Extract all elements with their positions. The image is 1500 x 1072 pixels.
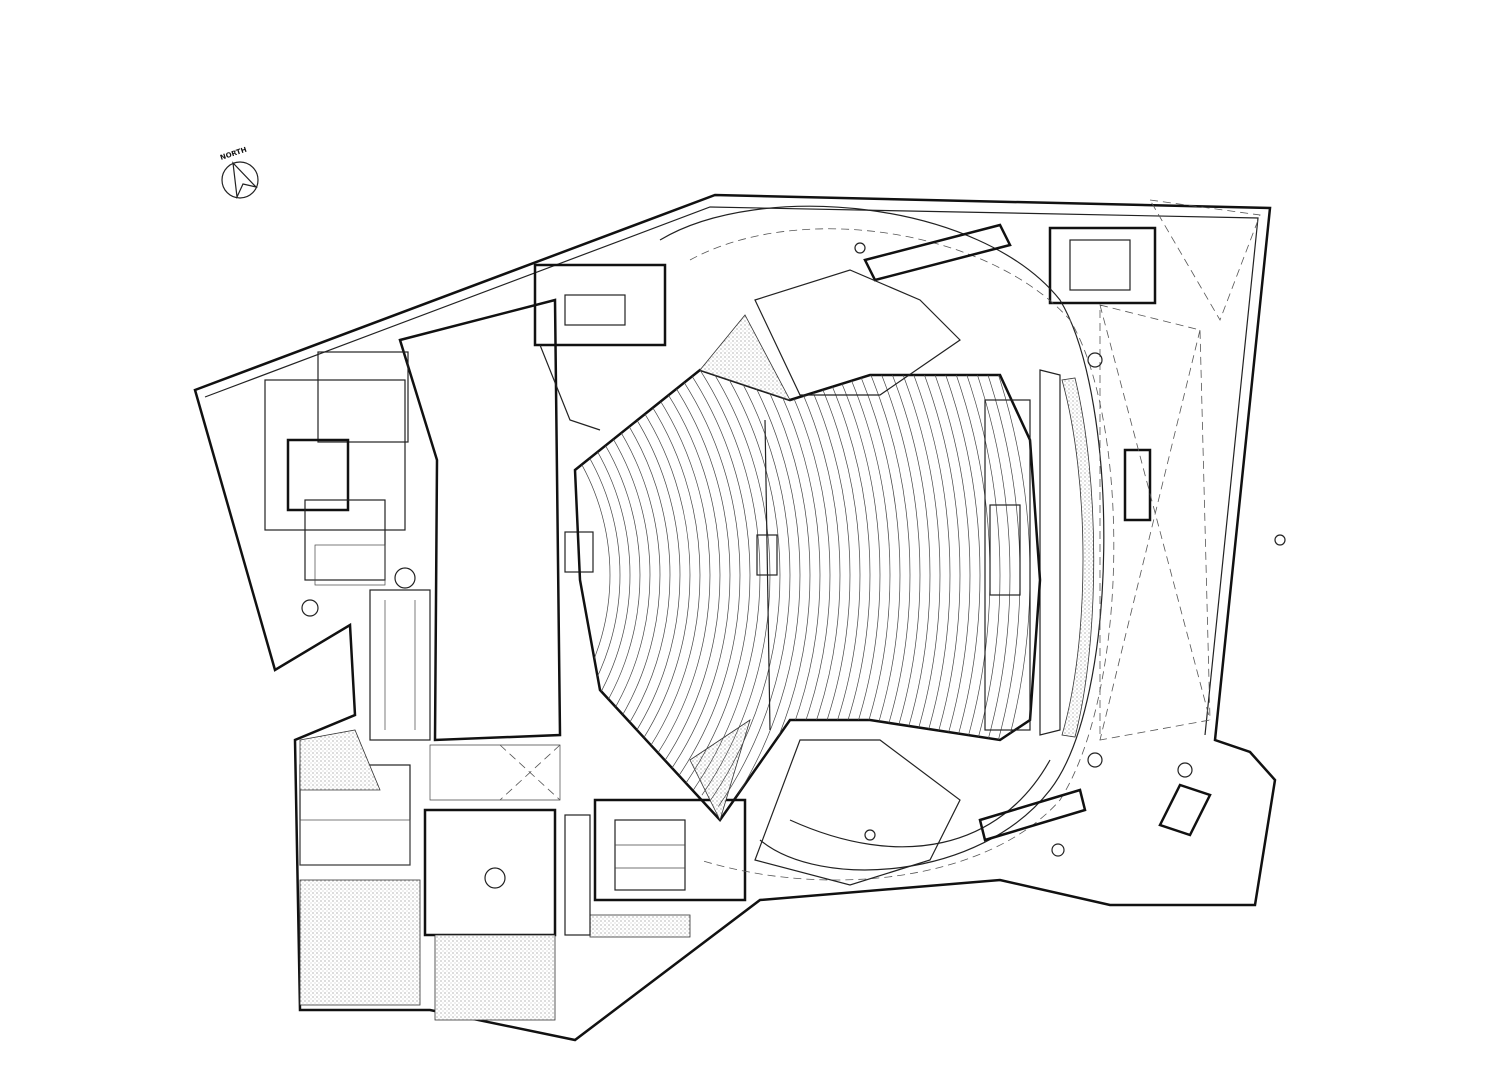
back-of-house-west: [264, 351, 561, 1021]
lobby-ceiling: [1099, 304, 1211, 741]
foyer-boundary: [659, 205, 1105, 871]
seat-row: [891, 370, 1001, 820]
seat-row: [668, 377, 731, 773]
seat-row: [594, 427, 641, 723]
seat-row: [874, 370, 981, 820]
seat-row: [577, 439, 621, 711]
north-arrow-circle: [221, 161, 259, 199]
north-label: NORTH: [219, 146, 248, 162]
seat-row: [866, 370, 971, 820]
seat-row: [899, 370, 1011, 820]
seat-row: [775, 370, 861, 820]
north-arrow: NORTH: [219, 146, 259, 200]
seat-row: [883, 370, 991, 820]
north-arrow-icon: [232, 161, 258, 200]
seat-row: [586, 433, 631, 717]
seat-row: [619, 411, 671, 739]
seat-row: [627, 405, 681, 745]
soffit-line: [689, 228, 1115, 881]
foyer-inner-curve: [789, 759, 1051, 848]
seat-row: [718, 370, 791, 807]
seat-row: [652, 388, 711, 762]
lobby-ceiling-ne: [1149, 199, 1261, 321]
stage: [398, 298, 562, 742]
seat-row: [784, 370, 871, 820]
foyer-wall: [1039, 369, 1061, 736]
seat-row: [841, 370, 941, 820]
glazing: [1061, 377, 1095, 738]
seat-row: [742, 370, 821, 820]
seat-row: [643, 394, 701, 756]
columns: [854, 242, 1286, 857]
seat-row: [800, 370, 891, 820]
seat-row: [907, 370, 1021, 820]
seat-row: [808, 370, 901, 820]
seat-row: [709, 370, 781, 802]
seat-row: [676, 371, 741, 779]
seat-row: [726, 370, 801, 813]
seat-row: [792, 370, 881, 820]
inner-wall: [204, 206, 1259, 736]
seat-row: [610, 416, 661, 734]
seat-row: [833, 370, 931, 820]
core-northeast: [1048, 226, 1157, 305]
seat-row: [635, 399, 691, 751]
building-outline: [193, 193, 1277, 1042]
seat-row: [858, 370, 961, 820]
seat-row: [602, 422, 651, 728]
core-south: [564, 798, 747, 938]
seat-row: [817, 370, 911, 820]
escalators: [863, 223, 1212, 842]
auditorium: [573, 269, 1042, 886]
seat-row: [685, 370, 751, 785]
seat-row: [660, 382, 721, 768]
core-north: [533, 263, 667, 431]
